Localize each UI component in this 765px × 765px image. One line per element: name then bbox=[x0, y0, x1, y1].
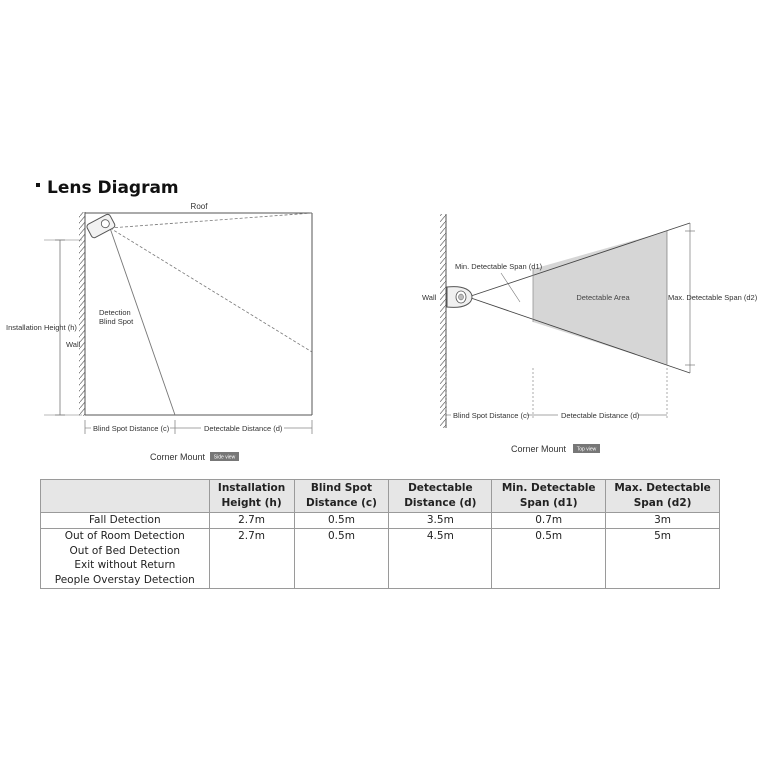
row-label-cell: Fall Detection bbox=[40, 512, 210, 529]
detectable-area-label: Detectable Area bbox=[576, 293, 630, 302]
top-wall-label: Wall bbox=[422, 293, 437, 302]
table-cell: 4.5m bbox=[388, 528, 493, 589]
top-wall-hatch bbox=[440, 214, 446, 428]
side-blind-spot-distance-label: Blind Spot Distance (c) bbox=[93, 424, 170, 433]
blind-spot-label-line1: Detection bbox=[99, 308, 131, 317]
row-label-line: Out of Room Detection bbox=[64, 530, 185, 542]
top-view-badge bbox=[573, 444, 600, 453]
table-cell: 0.5m bbox=[491, 528, 607, 589]
side-detectable-distance-label: Detectable Distance (d) bbox=[204, 424, 283, 433]
table-cell: 2.7m bbox=[208, 512, 295, 529]
table-cell: 2.7m bbox=[208, 528, 295, 589]
installation-height-label: Installation Height (h) bbox=[6, 323, 77, 332]
table-header-cell: Installation Height (h) bbox=[208, 479, 295, 513]
table-cell: 0.5m bbox=[293, 528, 390, 589]
table-header-cell bbox=[40, 479, 210, 513]
table-header-row: Installation Height (h) Blind Spot Dista… bbox=[40, 479, 720, 513]
top-view-diagram: Wall Min. Detectable Span (d1) Detectabl… bbox=[422, 214, 758, 454]
min-span-leader bbox=[500, 272, 521, 303]
blind-spot-label-line2: Blind Spot bbox=[99, 317, 134, 326]
bullet-icon bbox=[36, 183, 40, 187]
section-title: Lens Diagram bbox=[36, 178, 179, 198]
top-view-badge-text: Top view bbox=[577, 447, 597, 453]
side-caption: Corner Mount bbox=[150, 452, 206, 462]
top-beam-upper-ray bbox=[470, 222, 691, 297]
lens-diagram: Roof Installation Height (h) Wall Detect… bbox=[6, 202, 758, 462]
side-view-diagram: Roof Installation Height (h) Wall Detect… bbox=[6, 202, 313, 462]
side-view-badge bbox=[210, 452, 239, 461]
table-header-cell: Max. Detectable Span (d2) bbox=[605, 479, 720, 513]
table-header-cell: Detectable Distance (d) bbox=[388, 479, 493, 513]
row-label-line: Fall Detection bbox=[88, 514, 161, 526]
side-top-beam-ray bbox=[109, 212, 313, 229]
top-detectable-distance-label: Detectable Distance (d) bbox=[561, 411, 640, 420]
table-header-cell: Min. Detectable Span (d1) bbox=[491, 479, 607, 513]
section-title-text: Lens Diagram bbox=[47, 178, 179, 198]
roof-label: Roof bbox=[191, 202, 209, 211]
table-cell: 0.5m bbox=[293, 512, 390, 529]
side-bottom-beam-ray bbox=[109, 227, 176, 416]
table-cell: 3m bbox=[605, 512, 720, 529]
row-label-line: Exit without Return bbox=[74, 559, 176, 571]
table-cell: 5m bbox=[605, 528, 720, 589]
spec-table: Installation Height (h) Blind Spot Dista… bbox=[40, 479, 720, 589]
side-view-badge-text: Side view bbox=[214, 455, 236, 461]
table-header-cell: Blind Spot Distance (c) bbox=[293, 479, 390, 513]
side-mid-beam-ray bbox=[109, 227, 313, 353]
row-label-line: People Overstay Detection bbox=[54, 573, 195, 586]
top-caption: Corner Mount bbox=[511, 444, 567, 454]
top-sensor-icon bbox=[446, 286, 473, 308]
side-wall-label: Wall bbox=[66, 340, 81, 349]
table-cell: 3.5m bbox=[388, 512, 493, 529]
table-row: Out of Room Detection Out of Bed Detecti… bbox=[40, 528, 720, 589]
top-blind-spot-distance-label: Blind Spot Distance (c) bbox=[453, 411, 530, 420]
min-span-label: Min. Detectable Span (d1) bbox=[455, 262, 543, 271]
row-label-line: Out of Bed Detection bbox=[69, 544, 181, 557]
row-label-cell: Out of Room Detection Out of Bed Detecti… bbox=[40, 528, 210, 589]
side-wall-hatch bbox=[79, 212, 85, 416]
top-beam-lower-ray bbox=[470, 297, 691, 374]
table-cell: 0.7m bbox=[491, 512, 607, 529]
table-row: Fall Detection 2.7m 0.5m 3.5m 0.7m 3m bbox=[40, 512, 720, 529]
side-sensor-icon bbox=[86, 213, 116, 239]
max-span-label: Max. Detectable Span (d2) bbox=[668, 293, 758, 302]
